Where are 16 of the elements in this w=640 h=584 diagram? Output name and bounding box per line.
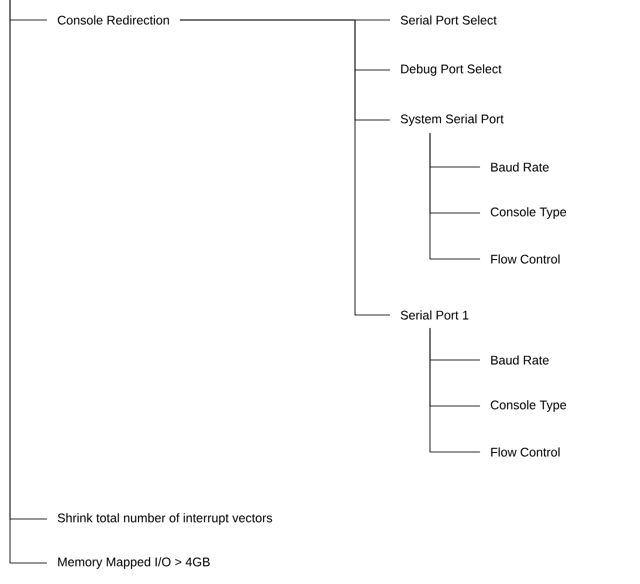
- menu-item: Baud Rate: [491, 355, 549, 365]
- menu-item: Debug Port Select: [401, 64, 502, 76]
- menu-item: Console Redirection: [58, 15, 169, 25]
- menu-item: Console Type: [490, 207, 566, 219]
- menu-item: Memory Mapped I/O > 4GB: [58, 557, 210, 569]
- menu-item: Flow Control: [491, 447, 560, 457]
- menu-item: Console Type: [490, 400, 566, 412]
- menu-item: Flow Control: [491, 254, 560, 264]
- menu-item: Serial Port Select: [400, 15, 497, 25]
- tree-connector: [180, 20, 390, 316]
- tree-connector: [430, 132, 480, 260]
- menu-item: System Serial Port: [400, 114, 504, 126]
- menu-item: Shrink total number of interrupt vectors: [58, 513, 272, 525]
- menu-item: Serial Port 1: [400, 310, 468, 320]
- tree-connector: [430, 328, 480, 452]
- menu-item: Baud Rate: [491, 162, 549, 172]
